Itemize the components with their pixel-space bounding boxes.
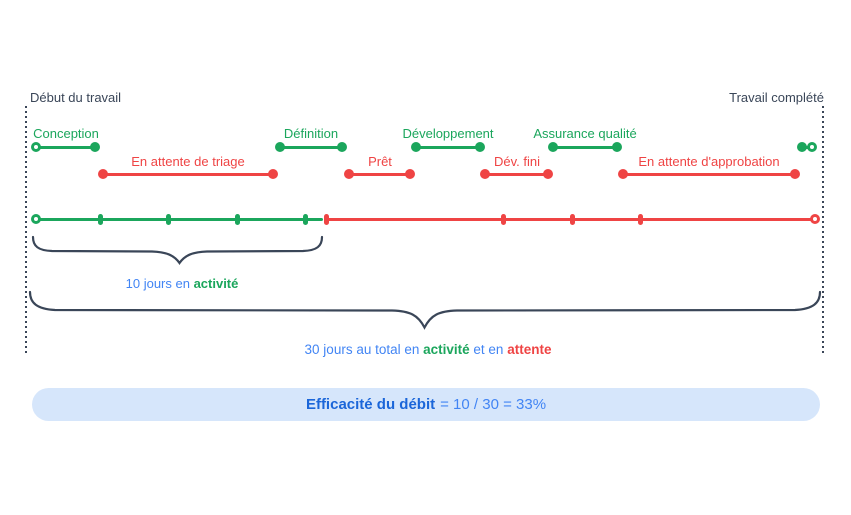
- phase-label: Dév. fini: [494, 154, 540, 169]
- phase-label: Développement: [402, 126, 494, 141]
- dot-cap: [548, 142, 558, 152]
- phase-line: [349, 172, 410, 176]
- dot-cap: [268, 169, 278, 179]
- timeline-tick: [637, 213, 643, 225]
- phase-line: [416, 145, 480, 149]
- total-duration-note: 30 jours au total en activité et en atte…: [305, 342, 552, 357]
- dot-cap: [405, 169, 415, 179]
- start-boundary-dotted-line: [25, 106, 27, 354]
- dot-cap: [618, 169, 628, 179]
- timeline-activity-line: [36, 217, 323, 221]
- phase-line: [36, 145, 95, 149]
- open-circle-cap: [810, 214, 820, 224]
- phase-line: [485, 172, 548, 176]
- dot-cap: [543, 169, 553, 179]
- dot-cap: [475, 142, 485, 152]
- activity-brace: [31, 235, 324, 265]
- open-circle-cap: [807, 142, 817, 152]
- phase-label: Définition: [283, 126, 339, 141]
- dot-cap: [612, 142, 622, 152]
- phase-label: Prêt: [368, 154, 392, 169]
- note-part: attente: [507, 342, 552, 357]
- phase-label: Conception: [33, 126, 99, 141]
- open-circle-cap: [31, 214, 41, 224]
- timeline-tick: [97, 213, 103, 225]
- dot-cap: [797, 142, 807, 152]
- phase-line: [280, 145, 342, 149]
- note-part: 30 jours au total en: [304, 342, 424, 357]
- efficiency-formula: = 10 / 30 = 33%: [440, 396, 547, 413]
- phase-line: [103, 172, 273, 176]
- dot-cap: [480, 169, 490, 179]
- note-part: activité: [423, 342, 470, 357]
- note-part: et en: [469, 342, 508, 357]
- work-start-label: Début du travail: [30, 90, 122, 105]
- dot-cap: [344, 169, 354, 179]
- dot-cap: [411, 142, 421, 152]
- timeline-tick: [569, 213, 575, 225]
- efficiency-pill: Efficacité du débit = 10 / 30 = 33%: [32, 388, 820, 421]
- dot-cap: [337, 142, 347, 152]
- timeline-tick: [323, 213, 329, 225]
- timeline-tick: [165, 213, 171, 225]
- note-part: activité: [193, 276, 239, 291]
- dot-cap: [790, 169, 800, 179]
- efficiency-title: Efficacité du débit: [305, 396, 436, 413]
- phase-line: [553, 145, 617, 149]
- phase-label: En attente de triage: [131, 154, 245, 169]
- timeline-tick: [234, 213, 240, 225]
- dot-cap: [98, 169, 108, 179]
- timeline-tick: [500, 213, 506, 225]
- phase-line: [623, 172, 795, 176]
- note-part: 10 jours en: [125, 276, 194, 291]
- activity-duration-note: 10 jours en activité: [126, 276, 239, 291]
- phase-label: Assurance qualité: [533, 126, 637, 141]
- work-complete-label: Travail complété: [729, 90, 824, 105]
- phase-label: En attente d'approbation: [638, 154, 780, 169]
- open-circle-cap: [31, 142, 41, 152]
- end-boundary-dotted-line: [822, 106, 824, 354]
- total-brace: [28, 290, 822, 330]
- dot-cap: [275, 142, 285, 152]
- dot-cap: [90, 142, 100, 152]
- timeline-tick: [302, 213, 308, 225]
